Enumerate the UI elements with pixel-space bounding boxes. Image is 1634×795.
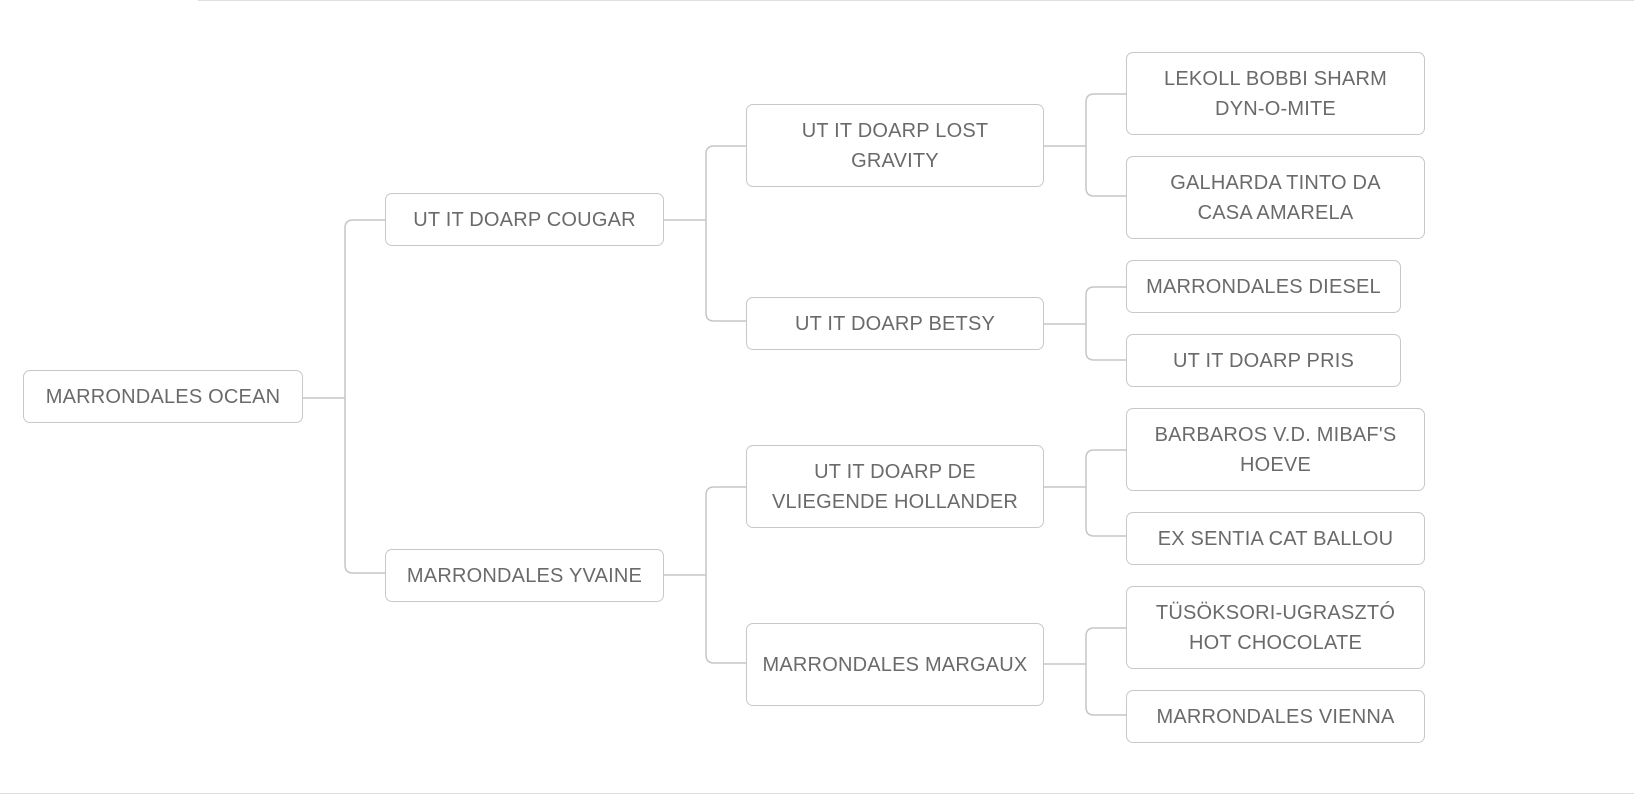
bottom-divider <box>0 793 1634 794</box>
connector-margaux-bracket <box>1085 627 1126 716</box>
node-dss[interactable]: BARBAROS V.D. MIBAF'S HOEVE <box>1126 408 1425 491</box>
node-sss[interactable]: LEKOLL BOBBI SHARM DYN-O-MITE <box>1126 52 1425 135</box>
top-divider <box>198 0 1634 1</box>
node-dam-sire[interactable]: UT IT DOARP DE VLIEGENDE HOLLANDER <box>746 445 1044 528</box>
node-sdd[interactable]: UT IT DOARP PRIS <box>1126 334 1401 387</box>
node-dsd[interactable]: EX SENTIA CAT BALLOU <box>1126 512 1425 565</box>
node-root[interactable]: MARRONDALES OCEAN <box>23 370 303 423</box>
node-sire-dam[interactable]: UT IT DOARP BETSY <box>746 297 1044 350</box>
node-sire-sire[interactable]: UT IT DOARP LOST GRAVITY <box>746 104 1044 187</box>
node-dam[interactable]: MARRONDALES YVAINE <box>385 549 664 602</box>
node-sire[interactable]: UT IT DOARP COUGAR <box>385 193 664 246</box>
node-dds[interactable]: TÜSÖKSORI-UGRASZTÓ HOT CHOCOLATE <box>1126 586 1425 669</box>
connector-yvaine-bracket <box>705 486 746 664</box>
connector-root-bracket <box>344 219 385 574</box>
connector-betsy-bracket <box>1085 286 1126 361</box>
node-ddd[interactable]: MARRONDALES VIENNA <box>1126 690 1425 743</box>
connector-cougar-bracket <box>705 145 746 322</box>
node-dam-dam[interactable]: MARRONDALES MARGAUX <box>746 623 1044 706</box>
node-ssd[interactable]: GALHARDA TINTO DA CASA AMARELA <box>1126 156 1425 239</box>
connector-lost-gravity-bracket <box>1085 93 1126 197</box>
connector-hollander-bracket <box>1085 449 1126 537</box>
node-sds[interactable]: MARRONDALES DIESEL <box>1126 260 1401 313</box>
